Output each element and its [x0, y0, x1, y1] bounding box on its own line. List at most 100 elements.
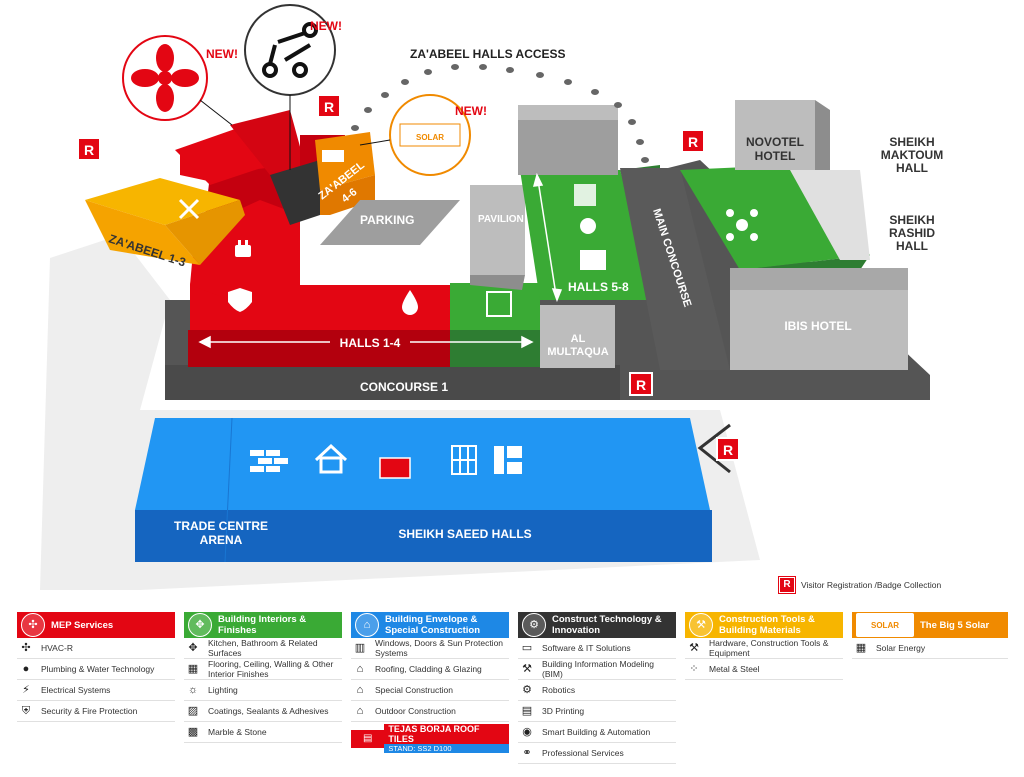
legend-item-label: Electrical Systems [41, 685, 111, 695]
legend-item-label: Smart Building & Automation [542, 727, 651, 737]
zaabeel-1-3-side[interactable] [165, 200, 245, 265]
legend-construction-tools: ⚒ Construction Tools & Building Material… [685, 612, 843, 680]
novotel-block[interactable] [735, 100, 815, 170]
balloon-line-3 [359, 139, 391, 146]
legend-item: ✣HVAC-R [17, 638, 175, 659]
parking-area[interactable] [320, 200, 460, 245]
legend-item: ⌂Roofing, Cladding & Glazing [351, 659, 509, 680]
zaabeel-1-3-front[interactable] [85, 200, 200, 265]
floor-icon [580, 250, 606, 270]
laptop-icon: ▭ [521, 642, 533, 654]
sponsor-tejas-borja[interactable]: ▤ TEJAS BORJA ROOF TILES STAND: SS2 D100 [351, 724, 509, 753]
svg-text:R: R [636, 377, 646, 393]
parking-label: PARKING [360, 213, 414, 227]
legend-item: ▭ Software & IT Solutions [518, 638, 676, 659]
green-block-right[interactable] [680, 165, 870, 270]
legend-item: ☼Lighting [184, 680, 342, 701]
gray-block-back-top [518, 105, 618, 120]
legend-item: ◉ Smart Building & Automation [518, 722, 676, 743]
registration-badge[interactable]: R [317, 94, 341, 118]
sheikh-saeed-hall-top[interactable] [135, 418, 710, 510]
legend-item-label: Metal & Steel [709, 664, 760, 674]
pavilion-block[interactable] [470, 185, 525, 275]
ibis-hotel-block[interactable] [730, 268, 908, 370]
fan-icon: ✣ [21, 613, 45, 637]
big5-solar-logo: SOLAR [856, 613, 914, 637]
legend-header: SOLAR The Big 5 Solar [852, 612, 1008, 638]
hub-icon: ✥ [188, 613, 212, 637]
smart-building-icon: ◉ [522, 726, 532, 738]
legend-title: Building Envelope & Special Construction [385, 614, 481, 636]
window-icon: ▥ [354, 642, 366, 654]
halls-1-4-front[interactable] [188, 330, 450, 367]
coating-icon [486, 291, 512, 317]
water-drop-icon: ● [22, 663, 30, 675]
registration-badge[interactable]: R [697, 423, 740, 474]
plug-icon [235, 240, 251, 257]
registration-badge[interactable]: R [681, 129, 705, 153]
access-label: ZA'ABEEL HALLS ACCESS [410, 47, 566, 61]
legend-title: Construct Technology & Innovation [552, 614, 662, 636]
legend-item-label: Marble & Stone [208, 727, 267, 737]
legend-item-label: Robotics [542, 685, 576, 695]
fan-icon [131, 44, 199, 112]
svg-text:R: R [688, 134, 698, 150]
halls-1-4-label: HALLS 1-4 [340, 336, 401, 350]
zaabeel-dark-block[interactable] [270, 160, 320, 225]
registration-legend: R Visitor Registration /Badge Collection [778, 576, 941, 594]
halls-5-8-top[interactable] [520, 170, 660, 300]
house-icon: ⌂ [355, 613, 379, 637]
legend-item: ⚒Hardware, Construction Tools & Equipmen… [685, 638, 843, 659]
al-multaqa-label-2: MULTAQUA [547, 346, 608, 358]
tools-icon: ⚒ [689, 613, 713, 637]
tools-icon [178, 198, 200, 220]
halls-5-8-label: HALLS 5-8 [568, 280, 629, 294]
legend-item: ⌂Outdoor Construction [351, 701, 509, 722]
main-concourse-road [620, 168, 730, 370]
halls-green-annex-top[interactable] [450, 283, 540, 330]
legend-item-label: Security & Fire Protection [41, 706, 138, 716]
halls-green-annex-front[interactable] [450, 330, 540, 367]
legend-item-label: Coatings, Sealants & Adhesives [208, 706, 329, 716]
house-icon [314, 443, 348, 474]
shield-icon: ⛨ [21, 705, 31, 717]
gray-block-back [518, 105, 618, 175]
bulb-icon: ☼ [187, 684, 199, 696]
tools-icon: ⚒ [689, 642, 699, 654]
legend-item-label: Software & IT Solutions [542, 643, 631, 653]
registration-badge[interactable]: R [629, 372, 653, 396]
sheikh-rashid-label-3: HALL [896, 239, 928, 253]
zaabeel-4-6-top[interactable] [315, 132, 375, 190]
legend-item: ⚙Robotics [518, 680, 676, 701]
legend-building-envelope: ⌂ Building Envelope & Special Constructi… [351, 612, 509, 753]
pavilion-label: PAVILION [478, 214, 524, 225]
al-multaqa-block[interactable] [540, 305, 615, 368]
sponsor-name: TEJAS BORJA ROOF TILES [384, 724, 509, 744]
legend-item: ▩Marble & Stone [184, 722, 342, 743]
legend-item-label: Plumbing & Water Technology [41, 664, 155, 674]
legend-title: Construction Tools & Building Materials [719, 614, 815, 636]
covered-walkway [790, 170, 870, 260]
novotel-side [815, 100, 830, 175]
legend-item-label: Solar Energy [876, 643, 926, 653]
legend-header: ✣ MEP Services [17, 612, 175, 638]
sheikh-maktoum-label-2: MAKTOUM [881, 148, 943, 162]
sheikh-rashid-label-2: RASHID [889, 226, 935, 240]
new-label-3: NEW! [455, 104, 487, 118]
zaabeel-4-6-front[interactable] [320, 175, 375, 215]
sheikh-saeed-label: SHEIKH SAEED HALLS [398, 527, 531, 541]
legend-item: ▨Coatings, Sealants & Adhesives [184, 701, 342, 722]
registration-badge[interactable]: R [77, 137, 101, 161]
legend-header: ⚒ Construction Tools & Building Material… [685, 612, 843, 638]
legend-item-label: Roofing, Cladding & Glazing [375, 664, 482, 674]
zaabeel-red-roof[interactable] [230, 110, 305, 175]
legend-construct-technology: ⚙ Construct Technology & Innovation ▭ Sof… [518, 612, 676, 764]
circuit-icon: ⚙ [522, 613, 546, 637]
sponsor-stand: STAND: SS2 D100 [384, 744, 509, 753]
legend-item-label: Special Construction [375, 685, 453, 695]
legend-item: ⚡Electrical Systems [17, 680, 175, 701]
legend-item-label: Kitchen, Bathroom & Related Surfaces [208, 638, 318, 658]
concourse-1-label: CONCOURSE 1 [360, 380, 448, 394]
sheikh-saeed-hall-front[interactable] [135, 510, 712, 562]
zaabeel-1-3-top[interactable] [85, 178, 240, 225]
